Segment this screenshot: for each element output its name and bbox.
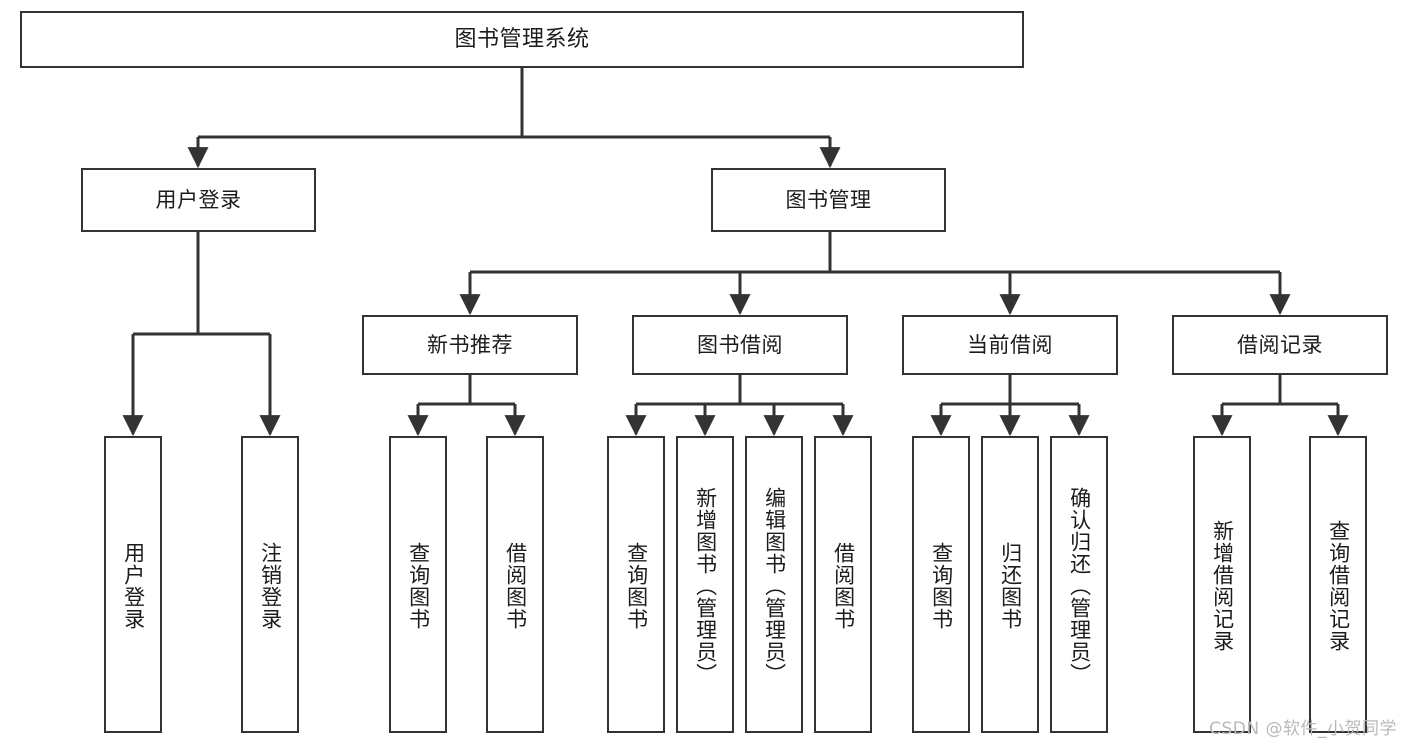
node-book-borrow[interactable]: 图书借阅 [632,315,848,375]
node-new-book-recommend-label: 新书推荐 [427,332,513,357]
node-leaf-borrow-book-1-label: 借阅图书 [503,541,528,630]
node-leaf-return-book[interactable]: 归还图书 [981,436,1039,733]
node-leaf-user-login[interactable]: 用户登录 [104,436,162,733]
node-leaf-query-borrow-record-label: 查询借阅记录 [1326,519,1351,652]
node-leaf-logout-login-label: 注销登录 [258,541,283,630]
node-leaf-query-book-1-label: 查询图书 [406,541,431,630]
node-leaf-edit-book-admin[interactable]: 编辑图书（管理员） [745,436,803,733]
node-user-login[interactable]: 用户登录 [81,168,316,232]
node-borrow-record[interactable]: 借阅记录 [1172,315,1388,375]
node-leaf-add-borrow-record[interactable]: 新增借阅记录 [1193,436,1251,733]
node-leaf-borrow-book-2[interactable]: 借阅图书 [814,436,872,733]
node-borrow-record-label: 借阅记录 [1237,332,1323,357]
node-leaf-query-book-3-label: 查询图书 [929,541,954,630]
node-leaf-query-borrow-record[interactable]: 查询借阅记录 [1309,436,1367,733]
node-leaf-borrow-book-2-label: 借阅图书 [831,541,856,630]
node-leaf-query-book-2[interactable]: 查询图书 [607,436,665,733]
node-user-login-label: 用户登录 [155,187,242,212]
node-current-borrow-label: 当前借阅 [967,332,1053,357]
node-leaf-borrow-book-1[interactable]: 借阅图书 [486,436,544,733]
node-leaf-return-book-label: 归还图书 [998,541,1023,630]
node-leaf-add-borrow-record-label: 新增借阅记录 [1210,519,1235,652]
node-book-management[interactable]: 图书管理 [711,168,946,232]
node-leaf-confirm-return-admin[interactable]: 确认归还（管理员） [1050,436,1108,733]
node-root[interactable]: 图书管理系统 [20,11,1024,68]
node-leaf-query-book-2-label: 查询图书 [624,541,649,630]
node-leaf-query-book-3[interactable]: 查询图书 [912,436,970,733]
node-leaf-add-book-admin-label: 新增图书（管理员） [693,486,718,685]
node-book-borrow-label: 图书借阅 [697,332,783,357]
node-leaf-add-book-admin[interactable]: 新增图书（管理员） [676,436,734,733]
node-leaf-edit-book-admin-label: 编辑图书（管理员） [762,486,787,685]
node-leaf-logout-login[interactable]: 注销登录 [241,436,299,733]
node-root-label: 图书管理系统 [454,26,590,52]
node-book-management-label: 图书管理 [785,187,872,212]
node-new-book-recommend[interactable]: 新书推荐 [362,315,578,375]
node-leaf-confirm-return-admin-label: 确认归还（管理员） [1067,486,1092,685]
node-leaf-query-book-1[interactable]: 查询图书 [389,436,447,733]
node-current-borrow[interactable]: 当前借阅 [902,315,1118,375]
node-leaf-user-login-label: 用户登录 [121,541,146,630]
